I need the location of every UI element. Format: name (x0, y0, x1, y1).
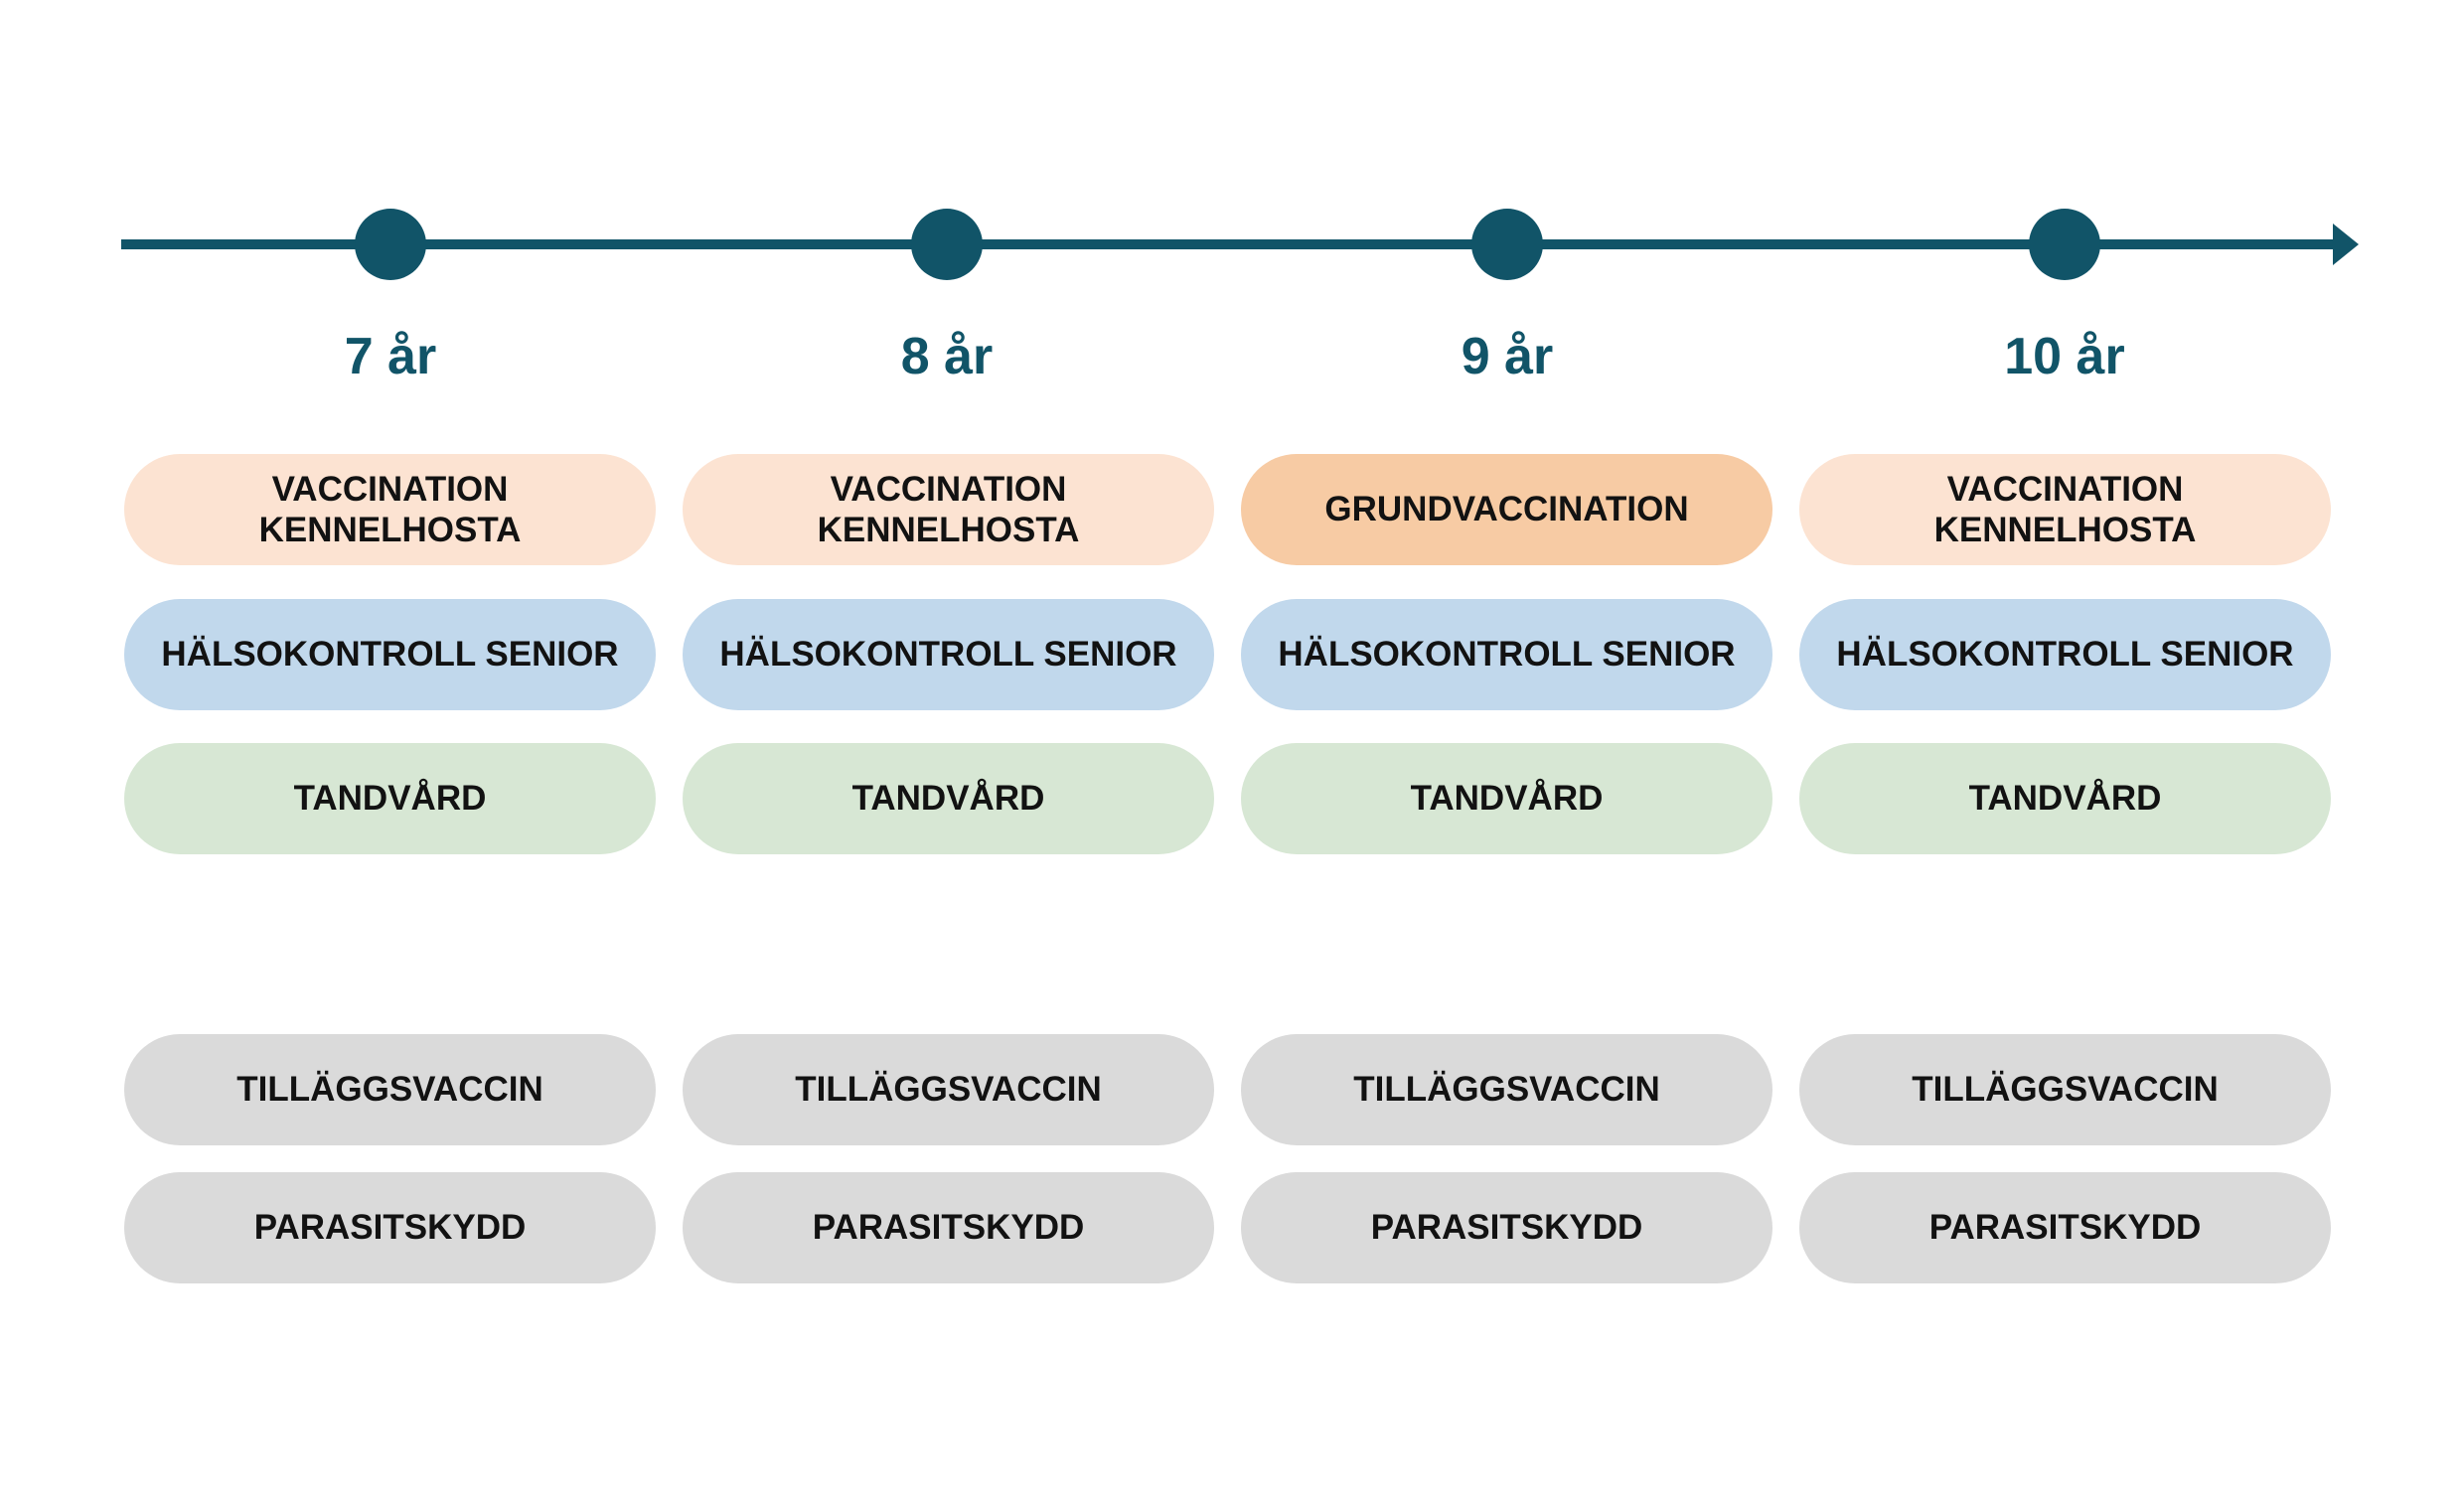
timeline-dot-10ar (2029, 209, 2100, 280)
pill-halsokontroll-senior: HÄLSOKONTROLL SENIOR (1799, 599, 2331, 710)
pill-tillaggsvaccin: TILLÄGGSVACCIN (1241, 1034, 1772, 1145)
column-8ar: VACCINATION KENNELHOSTA HÄLSOKONTROLL SE… (683, 454, 1214, 1283)
pill-tillaggsvaccin: TILLÄGGSVACCIN (1799, 1034, 2331, 1145)
column-9ar: GRUNDVACCINATION HÄLSOKONTROLL SENIOR TA… (1241, 454, 1772, 1283)
pill-vaccination-kennelhosta: VACCINATION KENNELHOSTA (1799, 454, 2331, 565)
timeline-arrow-icon (2333, 224, 2359, 265)
pill-parasitskydd: PARASITSKYDD (124, 1172, 656, 1283)
pill-tillaggsvaccin: TILLÄGGSVACCIN (124, 1034, 656, 1145)
pill-halsokontroll-senior: HÄLSOKONTROLL SENIOR (124, 599, 656, 710)
timeline-line (121, 239, 2335, 249)
pill-vaccination-kennelhosta: VACCINATION KENNELHOSTA (683, 454, 1214, 565)
pill-grundvaccination: GRUNDVACCINATION (1241, 454, 1772, 565)
pill-tandvard: TANDVÅRD (1799, 743, 2331, 854)
age-label-10ar: 10 år (2004, 328, 2125, 385)
pill-parasitskydd: PARASITSKYDD (683, 1172, 1214, 1283)
pill-tandvard: TANDVÅRD (124, 743, 656, 854)
pill-tandvard: TANDVÅRD (683, 743, 1214, 854)
age-label-9ar: 9 år (1461, 328, 1554, 385)
timeline-dot-9ar (1471, 209, 1543, 280)
timeline-dot-7ar (355, 209, 426, 280)
pill-vaccination-kennelhosta: VACCINATION KENNELHOSTA (124, 454, 656, 565)
pill-halsokontroll-senior: HÄLSOKONTROLL SENIOR (1241, 599, 1772, 710)
care-grid: VACCINATION KENNELHOSTA HÄLSOKONTROLL SE… (124, 454, 2331, 1283)
timeline-dot-8ar (911, 209, 983, 280)
age-label-8ar: 8 år (900, 328, 994, 385)
pill-halsokontroll-senior: HÄLSOKONTROLL SENIOR (683, 599, 1214, 710)
pill-tandvard: TANDVÅRD (1241, 743, 1772, 854)
pill-parasitskydd: PARASITSKYDD (1241, 1172, 1772, 1283)
pill-tillaggsvaccin: TILLÄGGSVACCIN (683, 1034, 1214, 1145)
age-label-7ar: 7 år (344, 328, 437, 385)
column-10ar: VACCINATION KENNELHOSTA HÄLSOKONTROLL SE… (1799, 454, 2331, 1283)
column-7ar: VACCINATION KENNELHOSTA HÄLSOKONTROLL SE… (124, 454, 656, 1283)
pill-parasitskydd: PARASITSKYDD (1799, 1172, 2331, 1283)
